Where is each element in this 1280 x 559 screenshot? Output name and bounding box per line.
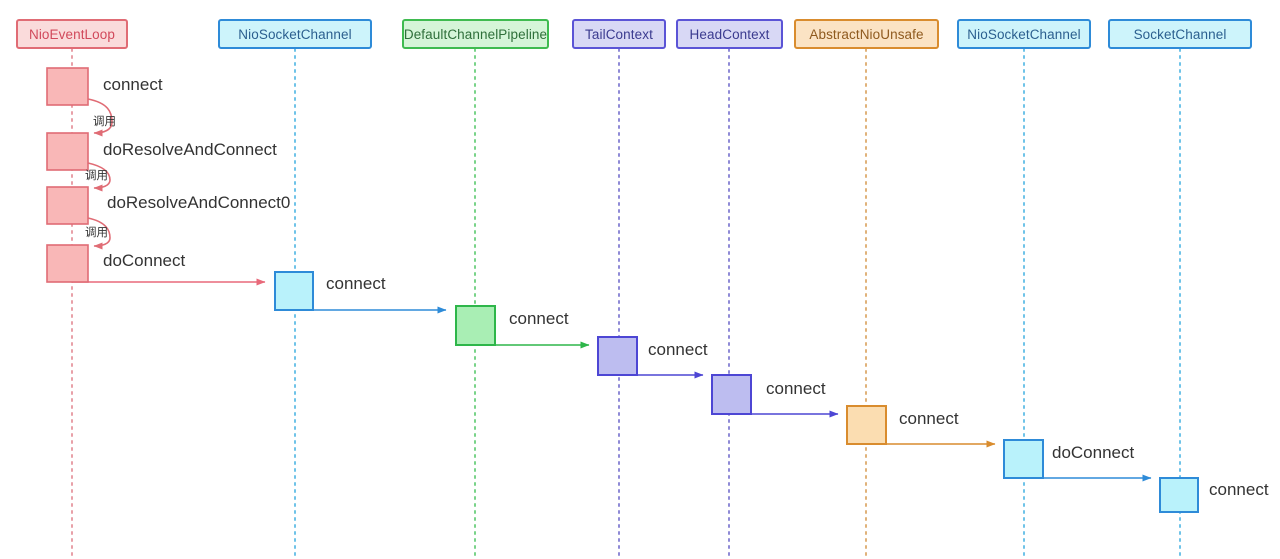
- message-label-a3-connect: connect: [509, 309, 569, 328]
- actor-label: HeadContext: [689, 26, 770, 42]
- message-label-a6-connect: connect: [899, 409, 959, 428]
- message-label-a7-doconnect: doConnect: [1052, 443, 1135, 462]
- activation-box-a5-connect: [711, 374, 752, 415]
- actor-header-socketchannel[interactable]: SocketChannel: [1108, 19, 1252, 49]
- actor-header-abstractniounsafe[interactable]: AbstractNioUnsafe: [794, 19, 939, 49]
- actor-header-niosocketchannel-2[interactable]: NioSocketChannel: [957, 19, 1091, 49]
- activation-box-connect: [46, 67, 89, 106]
- actor-label: NioSocketChannel: [238, 26, 352, 42]
- activation-box-a6-connect: [846, 405, 887, 445]
- self-call-arc-connect: [87, 98, 113, 137]
- self-call-arcs-group: [87, 98, 113, 250]
- actor-header-defaultchannelpipeline[interactable]: DefaultChannelPipeline: [402, 19, 549, 49]
- self-call-label-2: 调用: [85, 170, 108, 182]
- actor-label: DefaultChannelPipeline: [403, 26, 548, 42]
- message-label-a8-connect: connect: [1209, 480, 1269, 499]
- message-label-doresolveandconnect0: doResolveAndConnect0: [107, 193, 291, 212]
- activation-box-a8-connect: [1159, 477, 1199, 513]
- activation-box-a7-doconnect: [1003, 439, 1044, 479]
- actor-label: TailContext: [585, 26, 653, 42]
- actor-label: SocketChannel: [1133, 26, 1227, 42]
- message-label-doresolveandconnect: doResolveAndConnect: [103, 140, 277, 159]
- self-call-arc-doresolveandconnect0: [87, 217, 111, 250]
- actor-label: AbstractNioUnsafe: [809, 26, 924, 42]
- message-label-a2-connect: connect: [326, 274, 386, 293]
- actor-header-niosocketchannel-1[interactable]: NioSocketChannel: [218, 19, 372, 49]
- self-call-label-3: 调用: [85, 227, 108, 239]
- actor-header-tailcontext[interactable]: TailContext: [572, 19, 666, 49]
- activation-box-doresolveandconnect0: [46, 186, 89, 225]
- call-arrows-group: [72, 278, 1152, 482]
- message-label-a5-connect: connect: [766, 379, 826, 398]
- activation-box-a2-connect: [274, 271, 314, 311]
- activation-box-doresolveandconnect: [46, 132, 89, 171]
- actor-header-headcontext[interactable]: HeadContext: [676, 19, 783, 49]
- self-call-arc-doresolveandconnect: [87, 162, 111, 192]
- activation-box-doconnect: [46, 244, 89, 283]
- actor-label: NioEventLoop: [28, 26, 115, 42]
- lifelines-group: [71, 48, 1181, 556]
- message-label-connect-self: connect: [103, 75, 163, 94]
- message-label-a4-connect: connect: [648, 340, 708, 359]
- activation-box-a4-connect: [597, 336, 638, 376]
- actor-label: NioSocketChannel: [967, 26, 1081, 42]
- activation-box-a3-connect: [455, 305, 496, 346]
- actor-header-nioeventloop[interactable]: NioEventLoop: [16, 19, 128, 49]
- message-label-doconnect: doConnect: [103, 251, 186, 270]
- activation-boxes-group: [46, 67, 1199, 513]
- self-call-label-1: 调用: [93, 116, 116, 128]
